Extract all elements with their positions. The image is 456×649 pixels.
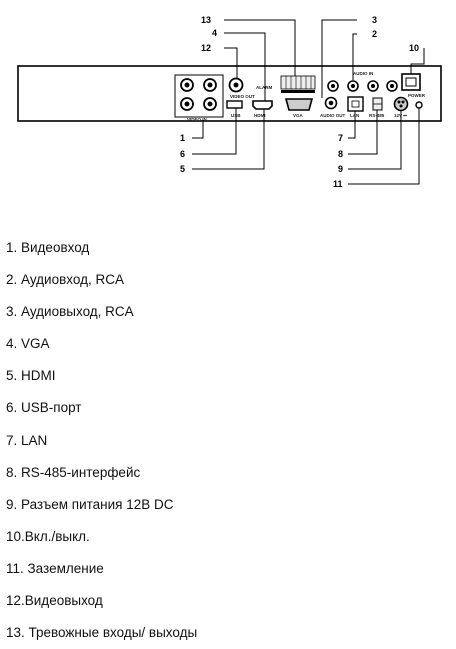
hdmi-label: HDMI	[254, 113, 266, 118]
legend-item-lan: 7. LAN	[6, 432, 48, 448]
callout-1: 1	[180, 133, 185, 143]
legend-item-ground: 11. Заземление	[6, 560, 104, 576]
hdmi-port	[252, 100, 273, 110]
callout-7: 7	[338, 133, 343, 143]
callout-2: 2	[372, 29, 377, 39]
legend-item-audio-out: 3. Аудиовыход, RCA	[6, 304, 134, 320]
dc-power-connector	[393, 96, 409, 112]
callout-12: 12	[201, 43, 211, 53]
alarm-terminal-block	[280, 75, 316, 93]
legend-item-vga: 4. VGA	[6, 336, 50, 352]
lan-port	[347, 96, 364, 112]
callout-lines	[192, 19, 425, 185]
video-in-label: VIDEO IN	[187, 117, 207, 122]
legend-item-usb: 6. USB-порт	[6, 400, 82, 416]
vga-label: VGA	[293, 113, 304, 118]
power-switch	[401, 73, 421, 91]
legend-item-power-connector: 9. Разъем питания 12В DC	[6, 496, 174, 512]
device-rear-panel	[17, 65, 442, 122]
usb-port	[226, 100, 243, 109]
audio-out-connector	[324, 96, 338, 110]
callout-4: 4	[212, 28, 217, 38]
rear-panel-diagram: VIDEO IN VIDEO OUT ALARM USB HDMI VGA AU…	[17, 15, 442, 189]
legend-item-power-switch: 10.Вкл./выкл.	[6, 528, 90, 544]
video-out-label: VIDEO OUT	[230, 94, 255, 99]
legend-item-rs485: 8. RS-485-интерфейс	[6, 464, 141, 480]
audio-out-label: AUDIO OUT	[320, 113, 346, 118]
audio-in-connectors	[327, 80, 398, 92]
vga-port	[284, 98, 314, 111]
callout-6: 6	[180, 149, 185, 159]
legend-item-alarm-io: 13. Тревожные входы/ выходы	[6, 625, 198, 641]
ground-terminal	[415, 101, 423, 109]
legend-item-video-in: 1. Видеовход	[6, 240, 90, 255]
callout-9: 9	[338, 164, 343, 174]
callout-5: 5	[180, 164, 185, 174]
callout-10: 10	[409, 43, 419, 53]
audio-in-label: AUDIO IN	[353, 71, 373, 76]
legend-item-video-out: 12.Видеовыход	[6, 593, 103, 609]
callout-3: 3	[372, 15, 377, 25]
power-label: POWER	[408, 93, 426, 98]
video-out-connector	[228, 77, 244, 93]
callout-11: 11	[333, 179, 343, 189]
video-in-connectors	[174, 74, 224, 118]
legend-item-hdmi: 5. HDMI	[6, 368, 56, 384]
connector-legend: 1. Видеовход 2. Аудиовход, RCA 3. Аудиов…	[6, 232, 446, 649]
rs485-port	[372, 97, 383, 111]
callout-13: 13	[201, 15, 211, 25]
alarm-label: ALARM	[256, 85, 272, 90]
legend-item-audio-in: 2. Аудиовход, RCA	[6, 272, 124, 288]
callout-8: 8	[338, 149, 343, 159]
